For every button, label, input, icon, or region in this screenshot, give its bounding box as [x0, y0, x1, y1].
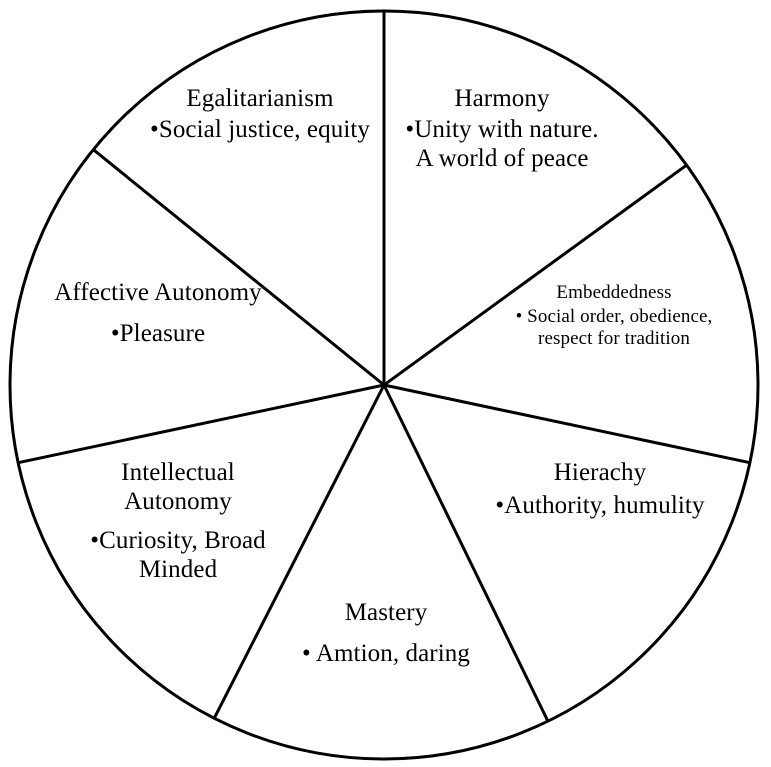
sector-description-affective-autonomy: •Pleasure	[110, 320, 206, 347]
spoke-hierachy-mastery	[382, 384, 550, 722]
sector-label-embeddedness: Embeddedness • Social order, obedience, …	[508, 282, 720, 350]
spoke-harmony-embeddedness	[383, 163, 688, 387]
sector-label-egalitarianism: Egalitarianism •Social justice, equity	[140, 84, 380, 144]
spoke-mastery-intellectual-autonomy	[212, 384, 386, 719]
spoke-intellectual-affective-autonomy	[17, 383, 385, 465]
sector-title-affective-autonomy: Affective Autonomy	[54, 279, 262, 306]
sector-description-embeddedness: • Social order, obedience, respect for t…	[515, 306, 713, 350]
sector-title-mastery: Mastery	[344, 599, 428, 626]
sector-description-harmony: •Unity with nature. A world of peace	[405, 116, 599, 172]
sector-description-intellectual-autonomy: •Curiosity, Broad Minded	[90, 527, 266, 583]
sector-label-intellectual-autonomy: Intellectual Autonomy •Curiosity, Broad …	[68, 458, 288, 584]
sector-title-intellectual-autonomy: Intellectual Autonomy	[121, 459, 235, 515]
sector-description-egalitarianism: •Social justice, equity	[149, 116, 371, 143]
sector-label-mastery: Mastery • Amtion, daring	[288, 598, 484, 668]
sector-title-harmony: Harmony	[454, 85, 550, 112]
spoke-affective-autonomy-egalitarianism	[92, 148, 385, 387]
sector-label-affective-autonomy: Affective Autonomy •Pleasure	[52, 278, 264, 348]
spoke-embeddedness-hierachy	[383, 383, 751, 465]
sector-description-hierachy: •Authority, humulity	[495, 492, 705, 519]
sector-label-hierachy: Hierachy •Authority, humulity	[492, 458, 708, 520]
sector-title-hierachy: Hierachy	[553, 459, 647, 486]
sector-label-harmony: Harmony •Unity with nature. A world of p…	[404, 84, 600, 173]
sector-description-mastery: • Amtion, daring	[302, 640, 470, 667]
sector-title-embeddedness: Embeddedness	[556, 282, 672, 303]
sector-title-egalitarianism: Egalitarianism	[186, 85, 334, 112]
